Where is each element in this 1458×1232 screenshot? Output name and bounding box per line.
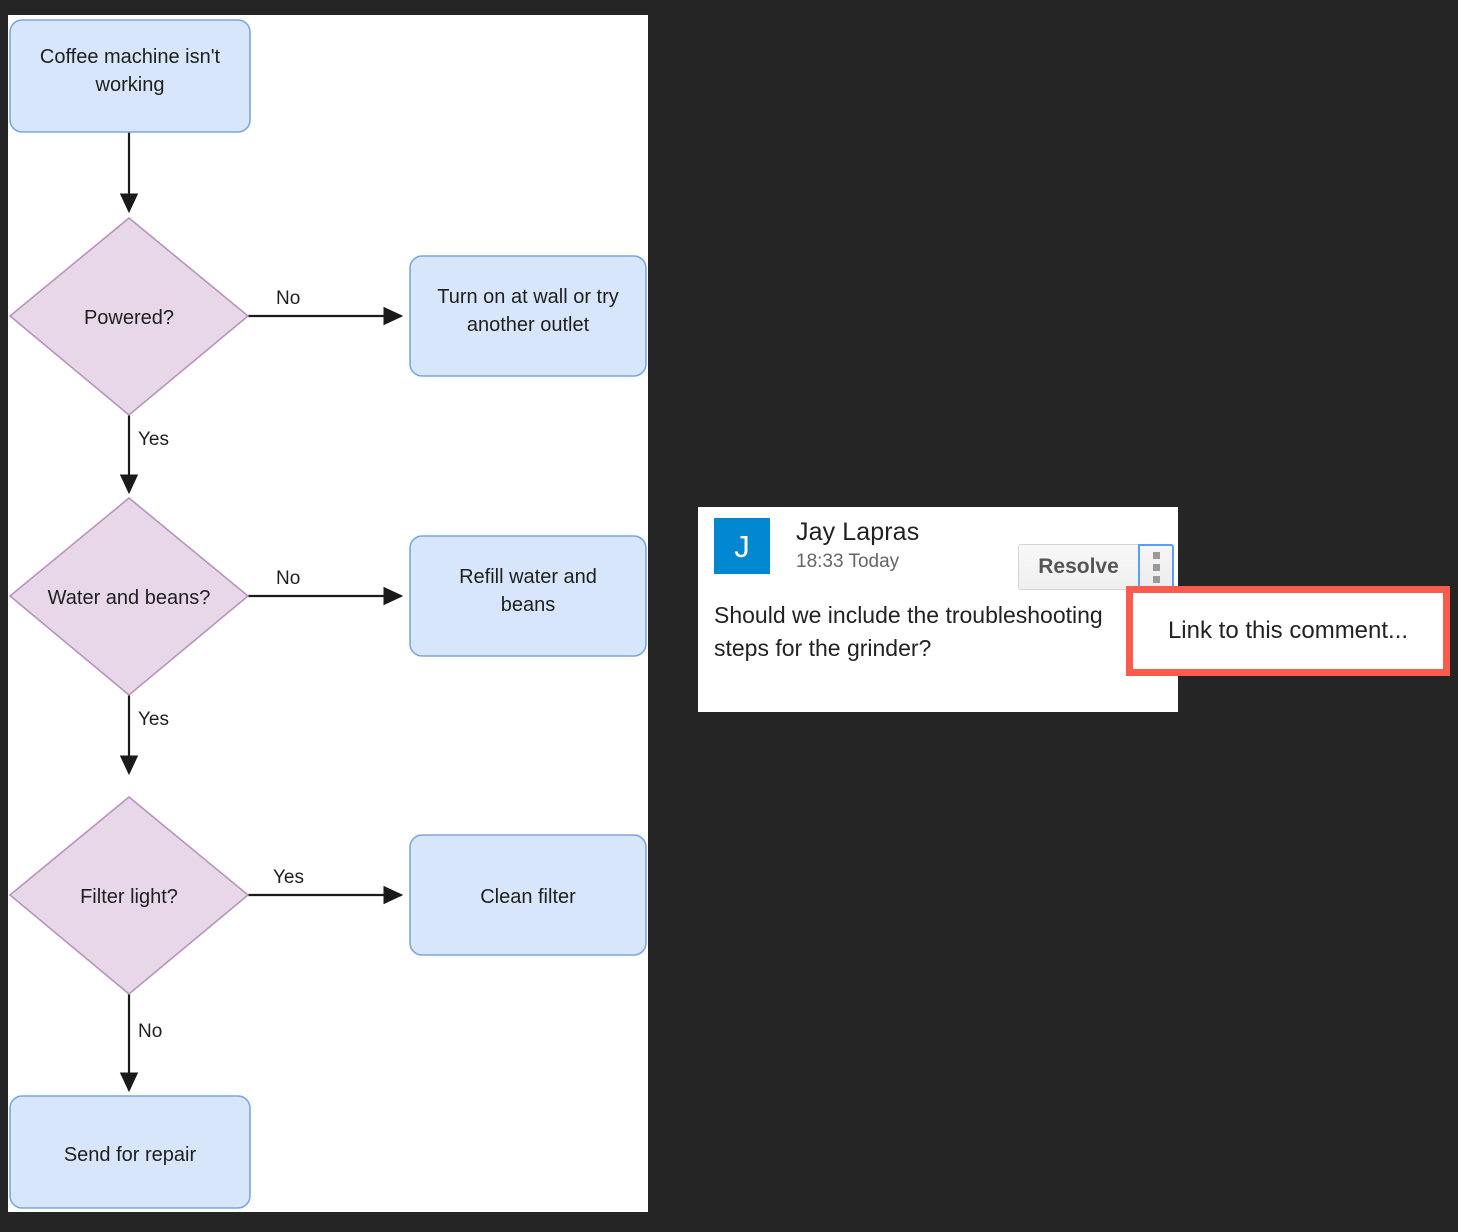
comment-author-name: Jay Lapras: [796, 518, 920, 546]
flowchart-node-send-for-repair[interactable]: Send for repair: [9, 1095, 251, 1209]
node-start-label-line1: Coffee machine isn't: [40, 46, 221, 68]
flowchart-node-water-and-beans[interactable]: Water and beans?: [8, 496, 250, 697]
edge-label-water-no: No: [276, 568, 300, 589]
flowchart-svg: Coffee machine isn't working Powered? No…: [8, 19, 647, 1209]
flowchart-node-powered[interactable]: Powered?: [8, 216, 250, 417]
edge-label-filter-no: No: [138, 1021, 162, 1042]
kebab-dot-1: [1152, 551, 1160, 559]
comment-timestamp: 18:33 Today: [796, 551, 900, 572]
menu-item-link-to-this-comment[interactable]: Link to this comment...: [1133, 593, 1443, 669]
node-repair-label: Send for repair: [64, 1144, 197, 1166]
comment-card[interactable]: J Jay Lapras 18:33 Today Resolve Should …: [698, 507, 1178, 712]
flowchart-node-filter-light[interactable]: Filter light?: [8, 795, 250, 996]
comment-context-menu[interactable]: Link to this comment...: [1126, 586, 1450, 676]
node-clean-label: Clean filter: [480, 886, 576, 908]
comment-actions: Resolve: [1018, 544, 1174, 590]
comment-body-text: Should we include the troubleshooting st…: [714, 602, 1103, 661]
avatar: J: [714, 518, 770, 574]
flowchart-node-start[interactable]: Coffee machine isn't working: [9, 19, 251, 133]
resolve-button[interactable]: Resolve: [1018, 544, 1138, 590]
kebab-dot-2: [1152, 563, 1160, 571]
edge-label-powered-yes: Yes: [138, 429, 169, 450]
edge-label-filter-yes: Yes: [273, 867, 304, 888]
node-turn-on-label-line1: Turn on at wall or try: [437, 286, 619, 308]
flowchart-canvas[interactable]: Coffee machine isn't working Powered? No…: [8, 15, 648, 1212]
node-start-label-line2: working: [95, 74, 165, 96]
node-refill-label-line1: Refill water and: [459, 566, 597, 588]
node-water-label: Water and beans?: [48, 587, 211, 609]
flowchart-node-turn-on[interactable]: Turn on at wall or try another outlet: [409, 255, 647, 377]
node-powered-label: Powered?: [84, 307, 174, 329]
kebab-menu-icon[interactable]: [1138, 544, 1174, 590]
edge-label-water-yes: Yes: [138, 709, 169, 730]
flowchart-node-refill[interactable]: Refill water and beans: [409, 535, 647, 657]
flowchart-node-clean-filter[interactable]: Clean filter: [409, 834, 647, 956]
comment-header: J Jay Lapras 18:33 Today Resolve: [714, 518, 1174, 590]
node-refill-label-line2: beans: [501, 594, 556, 616]
kebab-dot-3: [1152, 575, 1160, 583]
node-turn-on-label-line2: another outlet: [467, 314, 590, 336]
edge-label-powered-no: No: [276, 288, 300, 309]
node-filter-label: Filter light?: [80, 886, 178, 908]
